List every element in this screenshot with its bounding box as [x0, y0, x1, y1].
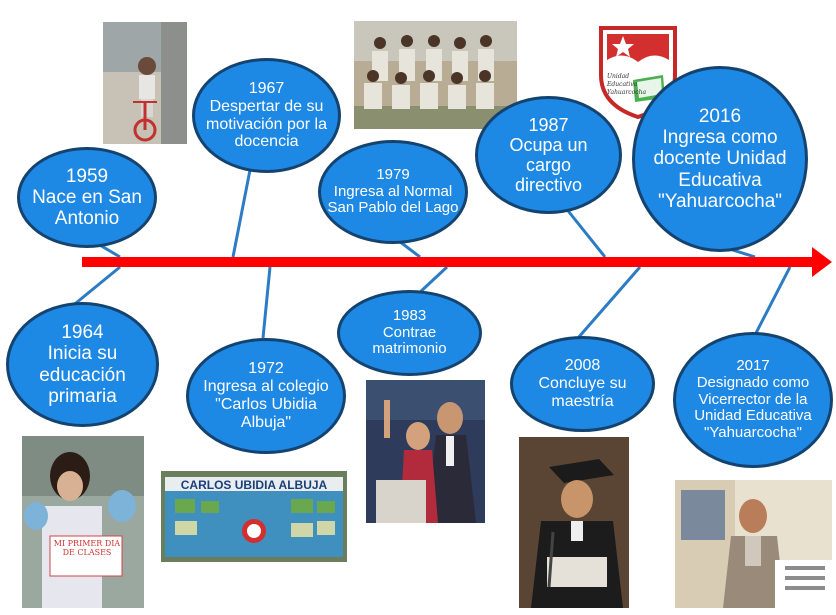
photo-wedding [366, 380, 485, 523]
event-bubble-1959: 1959 Nace en San Antonio [17, 147, 157, 248]
event-bubble-1972: 1972 Ingresa al colegio "Carlos Ubidia A… [186, 338, 346, 454]
crest-caption: Unidad [607, 73, 629, 80]
connector-1987 [563, 206, 607, 258]
sign-text: MI PRIMER DIA DE CLASES [53, 539, 121, 557]
connector-1972 [261, 266, 272, 339]
event-text: Nace en San Antonio [32, 186, 142, 230]
connector-2008 [576, 266, 642, 339]
event-year: 1964 [61, 321, 104, 343]
event-text: Concluye su maestría [538, 375, 627, 410]
photo-first-day-of-school [22, 436, 144, 608]
connector-1983 [416, 265, 449, 296]
event-year: 1979 [376, 165, 410, 183]
event-text: Ingresa al Normal San Pablo del Lago [327, 182, 459, 217]
event-text: Contrae matrimonio [372, 323, 447, 358]
event-year: 1959 [65, 165, 109, 187]
event-year: 2008 [564, 357, 601, 375]
event-year: 1967 [248, 79, 285, 97]
connector-1967 [231, 169, 252, 258]
event-text: Despertar de su motivación por la docenc… [206, 97, 327, 151]
event-bubble-1967: 1967 Despertar de su motivación por la d… [192, 58, 341, 173]
photo-child-bicycle [103, 22, 187, 144]
connector-2017 [753, 266, 792, 336]
event-bubble-1983: 1983 Contrae matrimonio [337, 290, 482, 376]
timeline-arrow [82, 247, 832, 277]
event-bubble-2008: 2008 Concluye su maestría [510, 336, 655, 432]
event-year: 2017 [736, 357, 770, 374]
event-text: Ingresa al colegio "Carlos Ubidia Albuja… [203, 378, 329, 431]
event-bubble-1964: 1964 Inicia su educación primaria [6, 302, 159, 427]
event-year: 2016 [698, 105, 742, 127]
event-bubble-1987: 1987 Ocupa un cargo directivo [475, 96, 622, 214]
photo-soccer-team [354, 21, 517, 129]
svg-text:Educativa: Educativa [606, 81, 638, 88]
photo-school-banner [161, 471, 347, 562]
event-text: Ingresa como docente Unidad Educativa "Y… [653, 127, 787, 212]
banner-title: CARLOS UBIDIA ALBUJA [180, 478, 328, 492]
event-year: 1972 [248, 360, 284, 378]
event-text: Inicia su educación primaria [39, 343, 126, 407]
photo-office [675, 480, 832, 608]
event-bubble-2017: 2017 Designado como Vicerrector de la Un… [673, 332, 833, 468]
event-bubble-2016: 2016 Ingresa como docente Unidad Educati… [632, 66, 808, 252]
event-text: Designado como Vicerrector de la Unidad … [694, 373, 812, 442]
event-text: Ocupa un cargo directivo [509, 134, 588, 196]
svg-text:Yahuarcocha: Yahuarcocha [607, 89, 646, 96]
event-year: 1987 [528, 114, 569, 135]
event-bubble-1979: 1979 Ingresa al Normal San Pablo del Lag… [318, 140, 468, 244]
photo-graduation [519, 437, 629, 608]
event-year: 1983 [392, 306, 427, 324]
